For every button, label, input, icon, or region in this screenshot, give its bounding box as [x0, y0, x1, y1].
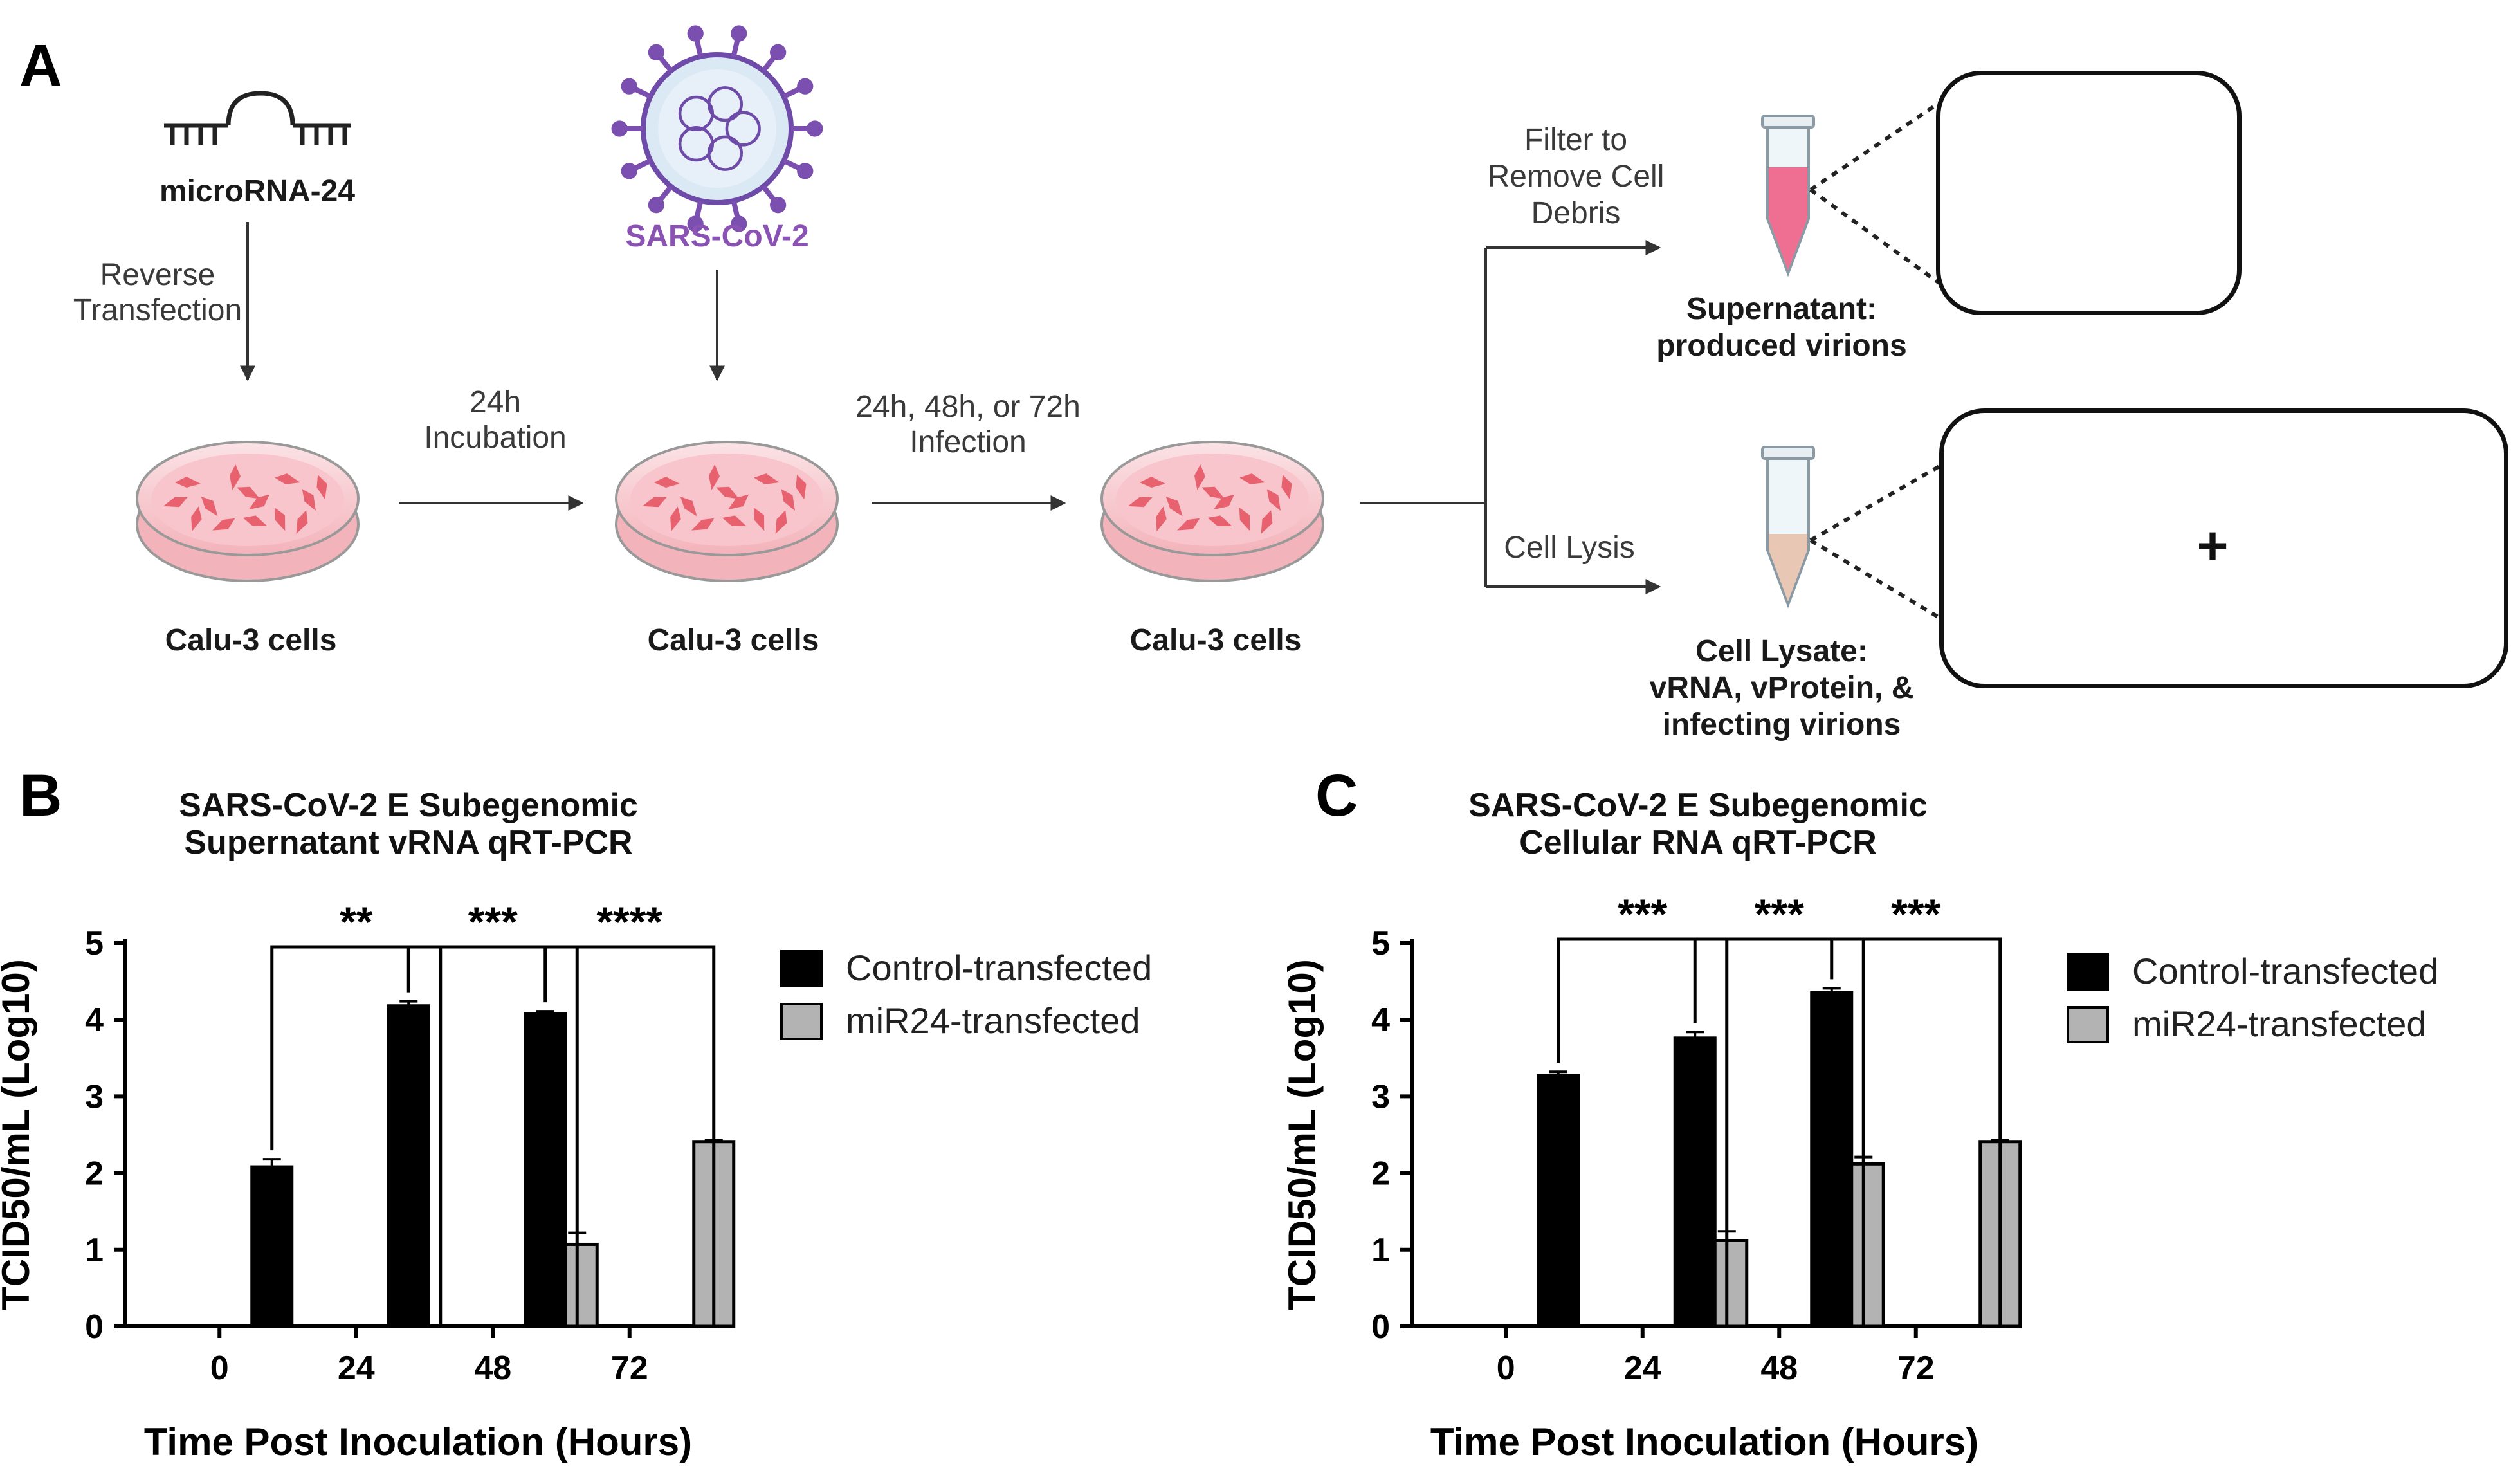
microrna-label: microRNA-24: [159, 174, 356, 208]
x-tick-label: 48: [474, 1350, 511, 1387]
legend-label-control: Control-transfected: [2132, 951, 2438, 991]
legend-swatch-mir24: [2067, 1006, 2109, 1043]
lysate-label-line2: vRNA, vProtein, &: [1649, 671, 1914, 705]
y-tick-label: 5: [1371, 925, 1390, 962]
workflow-arrows: [240, 222, 1661, 594]
supernatant-tube-icon: [1761, 115, 1815, 277]
significance-bracket: [1557, 937, 1729, 1325]
lysate-tube-icon: [1761, 446, 1815, 609]
chart-title-line: SARS-CoV-2 E Subegenomic: [1468, 787, 1928, 824]
lysate-label-line3: infecting virions: [1662, 708, 1901, 742]
microrna-icon: [164, 91, 351, 145]
chart-title-line: Supernatant vRNA qRT-PCR: [184, 824, 632, 861]
significance-bracket: [543, 945, 716, 1325]
supernatant-detail-box: [1936, 71, 2242, 315]
filter-label-line3: Debris: [1531, 196, 1621, 230]
sars-cov-2-virus-icon: [611, 25, 823, 232]
legend-swatch-mir24: [780, 1003, 823, 1040]
infection-label-line1: 24h, 48h, or 72h: [855, 390, 1081, 424]
petri-dish-2: [615, 441, 839, 582]
lysate-label-line1: Cell Lysate:: [1695, 634, 1868, 668]
x-axis-label: Time Post Inoculation (Hours): [1430, 1420, 1978, 1463]
chart-title-line: SARS-CoV-2 E Subegenomic: [179, 787, 638, 824]
supernatant-label-line2: produced virions: [1656, 329, 1907, 363]
y-tick-label: 4: [85, 1002, 104, 1039]
reverse-transfection-label-line2: Transfection: [73, 293, 242, 327]
bar-control-72: [524, 1012, 567, 1328]
bar-control-24: [1537, 1074, 1580, 1328]
petri-dish-3: [1100, 441, 1324, 582]
petri-dish-1: [136, 441, 360, 582]
legend-label-control: Control-transfected: [846, 948, 1152, 988]
infection-label-line2: Infection: [909, 425, 1027, 459]
bar-control-48: [387, 1004, 430, 1328]
significance-label: **: [340, 898, 373, 946]
y-tick-label: 0: [1371, 1308, 1390, 1346]
y-tick-label: 1: [85, 1232, 104, 1269]
x-tick-label: 72: [1897, 1350, 1935, 1387]
cells-label-1: Calu-3 cells: [165, 623, 337, 657]
x-axis-label: Time Post Inoculation (Hours): [144, 1420, 692, 1463]
significance-label: ***: [1618, 890, 1667, 938]
filter-label-line2: Remove Cell: [1487, 160, 1665, 194]
y-tick-label: 4: [1371, 1002, 1390, 1039]
virus-label: SARS-CoV-2: [625, 219, 809, 253]
x-tick-label: 24: [338, 1350, 375, 1387]
cell-lysis-label: Cell Lysis: [1504, 531, 1635, 565]
chart-title-line: Cellular RNA qRT-PCR: [1519, 824, 1877, 861]
zoom-lines: [1809, 101, 1940, 619]
significance-bracket: [406, 945, 579, 1325]
significance-bracket: [1830, 937, 2002, 1325]
plus-sign: +: [2196, 515, 2229, 576]
legend-label-mir24: miR24-transfected: [2132, 1003, 2427, 1044]
x-tick-label: 48: [1760, 1350, 1798, 1387]
y-tick-label: 1: [1371, 1232, 1390, 1269]
cells-label-2: Calu-3 cells: [647, 623, 819, 657]
bar-control-48: [1673, 1036, 1717, 1328]
x-tick-label: 0: [210, 1350, 229, 1387]
significance-bracket: [270, 945, 443, 1325]
incubation-label-line2: Incubation: [424, 421, 567, 455]
y-tick-label: 2: [85, 1155, 104, 1193]
x-tick-label: 0: [1497, 1350, 1515, 1387]
bar-control-72: [1810, 991, 1854, 1328]
y-tick-label: 0: [85, 1308, 104, 1346]
y-tick-label: 2: [1371, 1155, 1390, 1193]
significance-label: ****: [596, 898, 662, 946]
cells-label-3: Calu-3 cells: [1129, 623, 1302, 657]
incubation-label-line1: 24h: [469, 385, 522, 419]
legend-label-mir24: miR24-transfected: [846, 1000, 1140, 1041]
x-tick-label: 72: [611, 1350, 648, 1387]
significance-label: ***: [468, 898, 518, 946]
significance-label: ***: [1755, 890, 1804, 938]
panel-label-c: C: [1315, 763, 1358, 829]
y-tick-label: 3: [1371, 1078, 1390, 1115]
bar-control-24: [250, 1165, 294, 1328]
panel-label-b: B: [19, 763, 62, 829]
panel-label-a: A: [19, 33, 62, 98]
y-tick-label: 3: [85, 1078, 104, 1115]
legend-swatch-control: [2067, 953, 2109, 991]
y-axis-label: TCID50/mL (Log10): [1286, 959, 1324, 1310]
lysate-detail-box: [1939, 408, 2508, 688]
y-tick-label: 5: [85, 925, 104, 962]
significance-label: ***: [1891, 890, 1940, 938]
filter-label-line1: Filter to: [1524, 123, 1628, 157]
legend-swatch-control: [780, 950, 823, 987]
supernatant-label-line1: Supernatant:: [1686, 292, 1877, 326]
y-axis-label: TCID50/mL (Log10): [0, 959, 37, 1310]
reverse-transfection-label-line1: Reverse: [100, 258, 215, 292]
significance-bracket: [1693, 937, 1865, 1325]
x-tick-label: 24: [1624, 1350, 1661, 1387]
